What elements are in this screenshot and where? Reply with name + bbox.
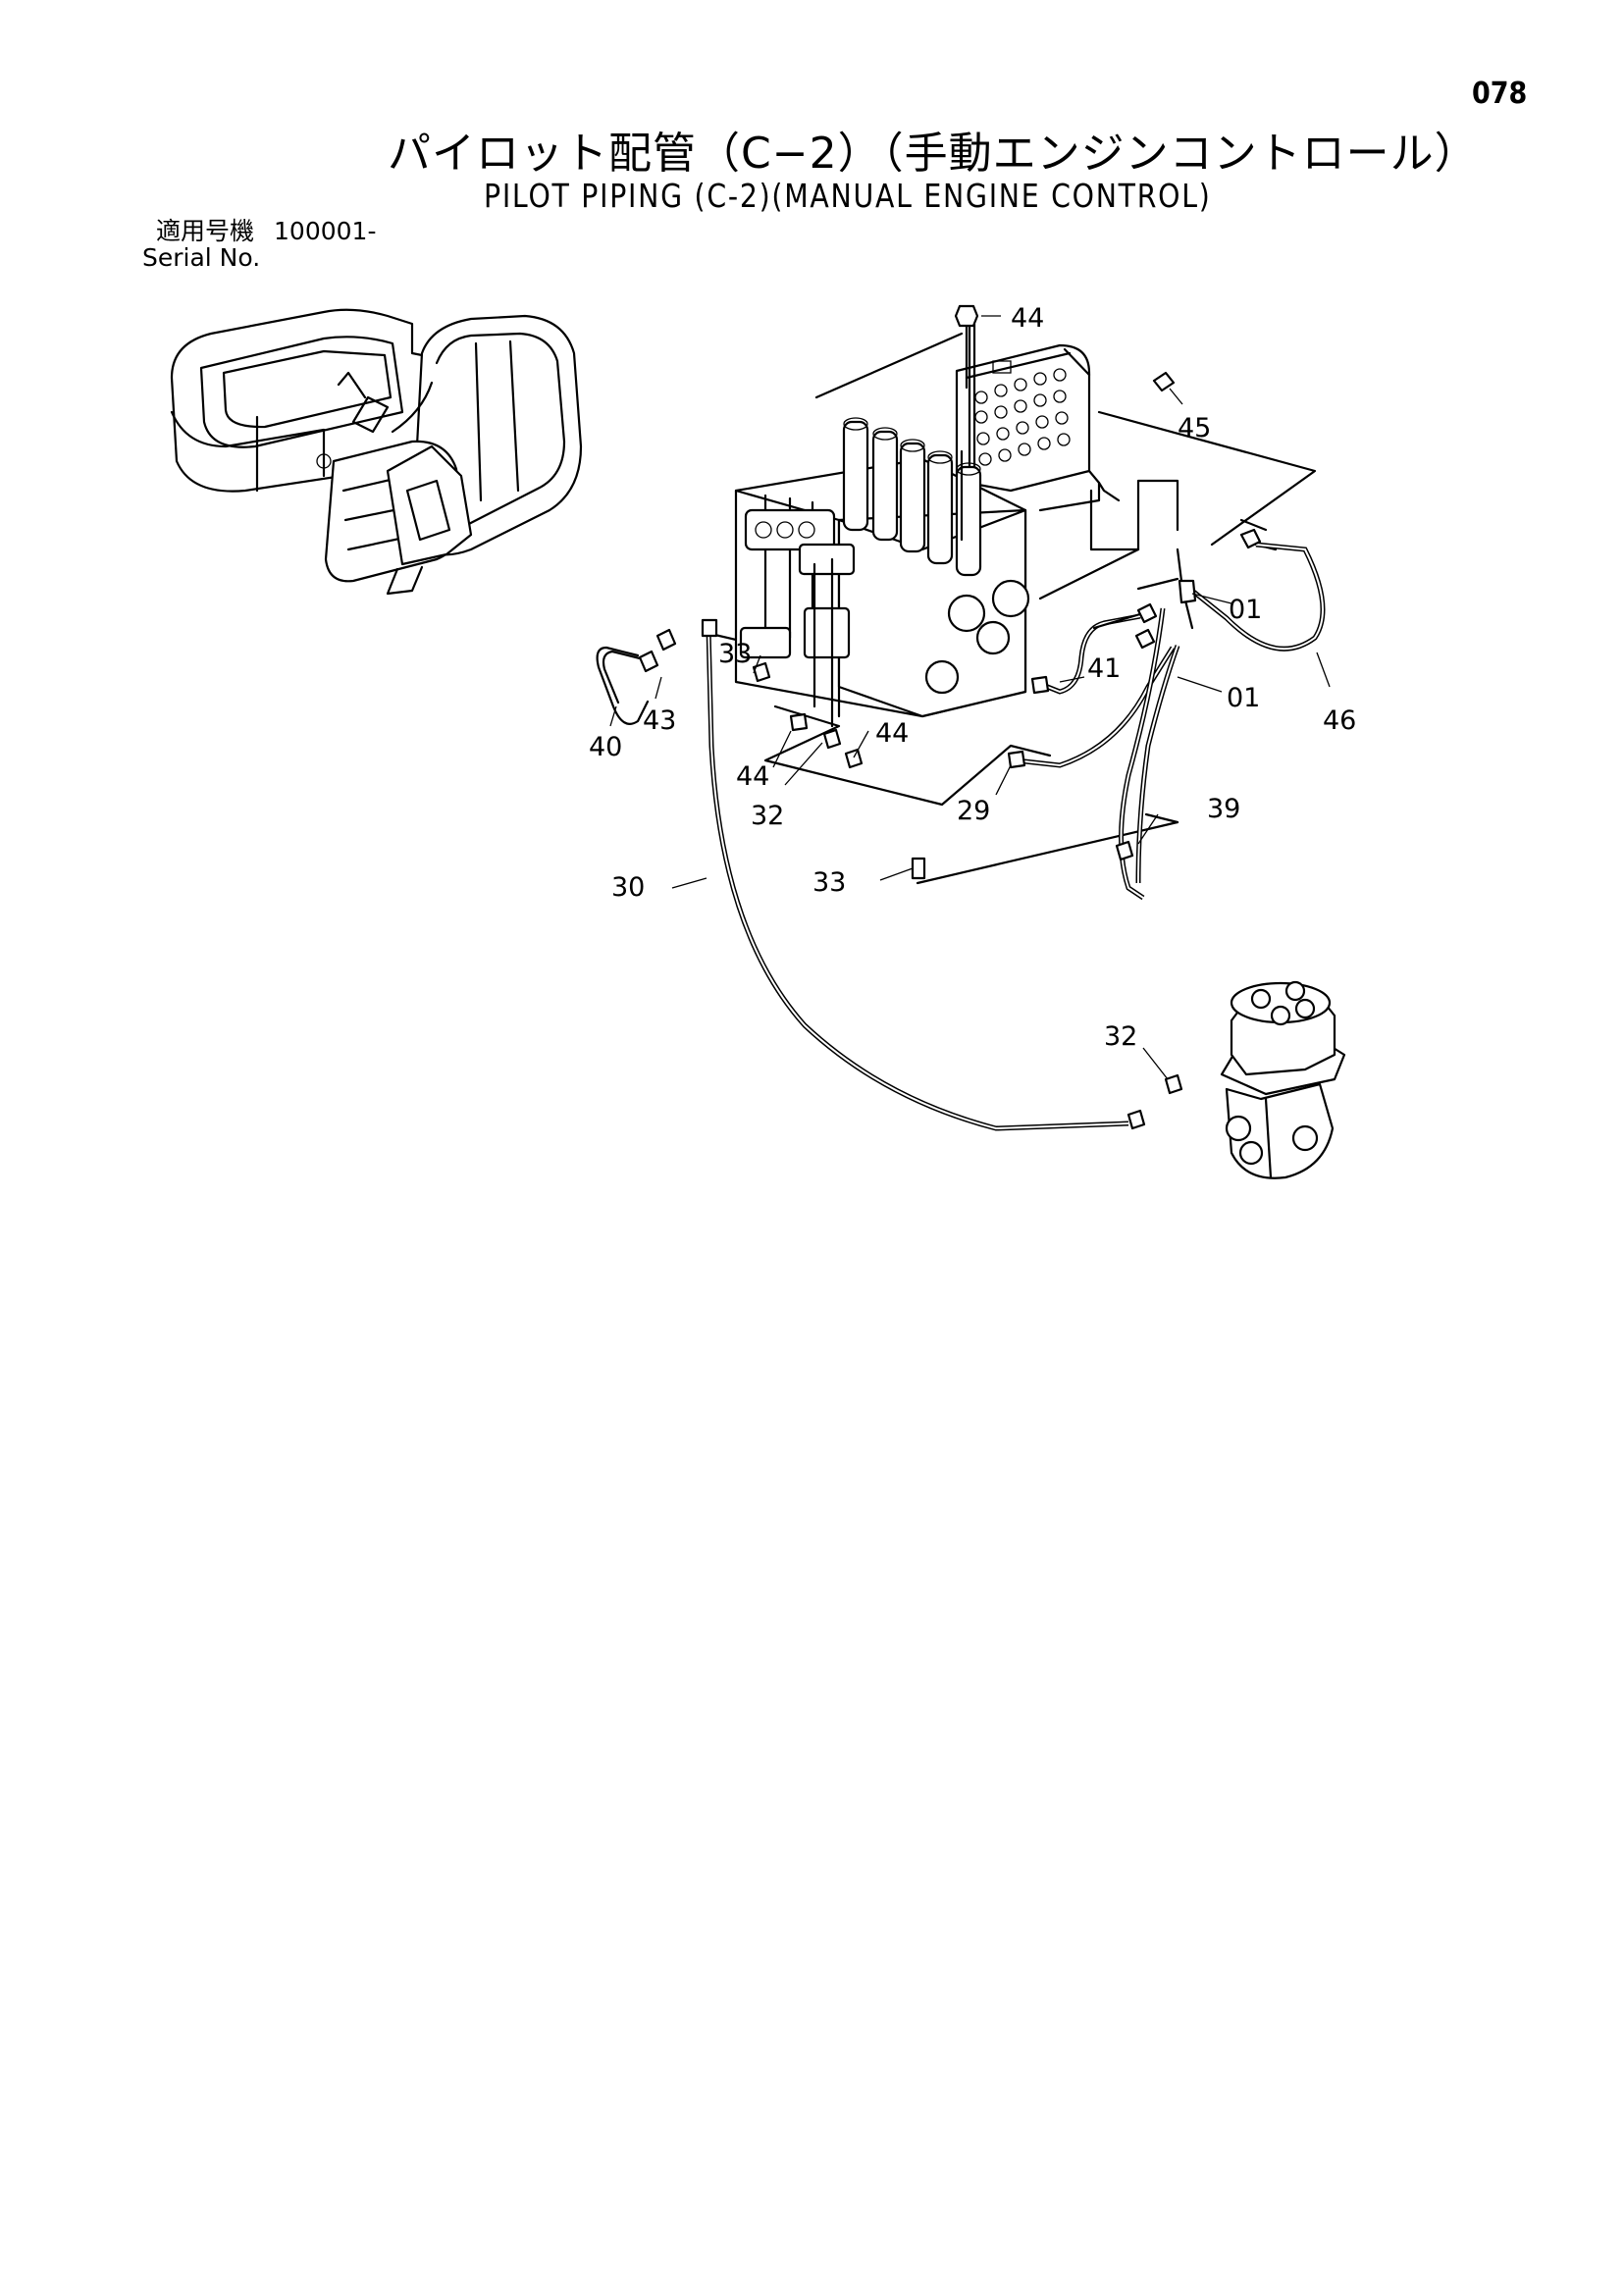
callout-39: 39 (1207, 794, 1240, 824)
callout-labels: 44 45 01 01 46 41 33 40 43 44 44 32 29 3… (589, 303, 1356, 1052)
callout-29: 29 (957, 796, 990, 826)
callout-01-upper: 01 (1229, 595, 1262, 625)
callout-44-lower: 44 (736, 761, 769, 792)
callout-46: 46 (1323, 705, 1356, 736)
leader-lines (609, 315, 1331, 1080)
callout-44-middle: 44 (875, 718, 909, 749)
page-title-japanese: パイロット配管（C−2）（手動エンジンコントロール） (388, 129, 1479, 179)
page-title-english: PILOT PIPING (C-2)(MANUAL ENGINE CONTROL… (484, 177, 1212, 215)
callout-30: 30 (611, 872, 645, 903)
callout-33-upper: 33 (718, 639, 752, 669)
callout-40: 40 (589, 732, 622, 762)
fittings (638, 304, 1262, 1130)
serial-value: 100001- (274, 217, 377, 245)
callout-33-lower: 33 (812, 867, 846, 898)
callout-32-upper: 32 (751, 801, 784, 831)
machine-overview-illustration (170, 308, 583, 596)
pilot-valve-block (955, 322, 1179, 551)
control-valve-assembly (734, 417, 1030, 728)
serial-block: 適用号機 100001- Serial No. (142, 218, 376, 271)
callout-01-lower: 01 (1227, 683, 1260, 713)
callout-44-top: 44 (1011, 303, 1044, 334)
center-joint-illustration (1220, 980, 1346, 1179)
callout-41: 41 (1087, 653, 1121, 684)
callout-43: 43 (643, 705, 676, 736)
serial-label-english: Serial No. (142, 243, 261, 272)
callout-45: 45 (1178, 413, 1211, 443)
page-number: 078 (1472, 77, 1528, 111)
serial-label-japanese: 適用号機 (156, 217, 255, 245)
callout-32-lower: 32 (1104, 1021, 1137, 1052)
